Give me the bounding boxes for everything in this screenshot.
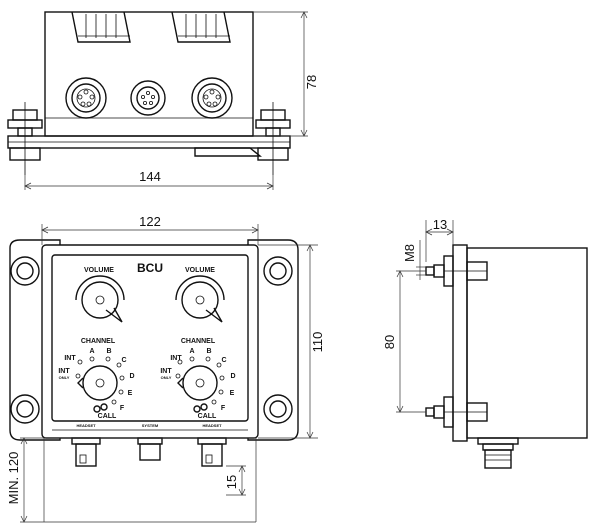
- connector-label-headset-right: HEADSET: [202, 423, 222, 428]
- svg-text:C: C: [121, 357, 126, 364]
- volume-label-left: VOLUME: [84, 267, 114, 274]
- top-view: 78 144: [7, 11, 319, 190]
- svg-text:A: A: [189, 348, 194, 355]
- svg-text:ONLY: ONLY: [59, 375, 70, 380]
- svg-text:B: B: [106, 348, 111, 355]
- dim-top-width: 144: [139, 169, 161, 184]
- channel-label-left: CHANNEL: [81, 338, 116, 345]
- dim-bolt-size: M8: [402, 244, 417, 262]
- volume-knob-right: [175, 275, 225, 323]
- svg-text:INT: INT: [170, 355, 182, 362]
- side-view: 13 M8 80: [382, 217, 588, 469]
- side-connector: [477, 437, 519, 469]
- dim-front-height: 110: [310, 332, 325, 353]
- top-connector-right: [191, 77, 233, 119]
- svg-text:A: A: [89, 348, 94, 355]
- panel-brand: BCU: [137, 261, 163, 275]
- front-view: BCU VOLUME VOLUME CHANNEL CHANNEL INT A …: [6, 214, 325, 523]
- svg-text:E: E: [128, 390, 133, 397]
- connector-label-system: SYSTEM: [142, 423, 159, 428]
- top-connector-left: [65, 77, 107, 119]
- call-label-left: CALL: [98, 413, 117, 420]
- svg-text:E: E: [230, 390, 235, 397]
- front-mount-holes: [10, 256, 293, 424]
- svg-text:D: D: [230, 373, 235, 380]
- top-connector-center: [130, 80, 166, 116]
- dim-front-width: 122: [139, 214, 161, 229]
- svg-text:F: F: [221, 405, 226, 412]
- connector-label-headset-left: HEADSET: [76, 423, 96, 428]
- volume-label-right: VOLUME: [185, 267, 215, 274]
- channel-selector-left: INT A B C D E F INT ONLY: [58, 348, 135, 413]
- svg-text:F: F: [120, 405, 125, 412]
- svg-text:ONLY: ONLY: [161, 375, 172, 380]
- dim-hole-spacing: 80: [382, 335, 397, 349]
- svg-text:B: B: [206, 348, 211, 355]
- call-label-right: CALL: [198, 413, 217, 420]
- svg-text:D: D: [129, 373, 134, 380]
- svg-text:INT: INT: [58, 368, 70, 375]
- dim-connector-offset: 15: [224, 475, 239, 489]
- svg-text:INT: INT: [160, 368, 172, 375]
- svg-text:INT: INT: [64, 355, 76, 362]
- svg-text:C: C: [221, 357, 226, 364]
- volume-knob-left: [75, 275, 125, 323]
- front-bottom-connectors: [71, 437, 227, 467]
- channel-selector-right: INT A B C D E F INT ONLY: [160, 348, 236, 413]
- channel-label-right: CHANNEL: [181, 338, 216, 345]
- dim-side-depth: 13: [433, 217, 447, 232]
- dim-top-height: 78: [304, 75, 319, 89]
- dim-min-clearance: MIN. 120: [6, 452, 21, 505]
